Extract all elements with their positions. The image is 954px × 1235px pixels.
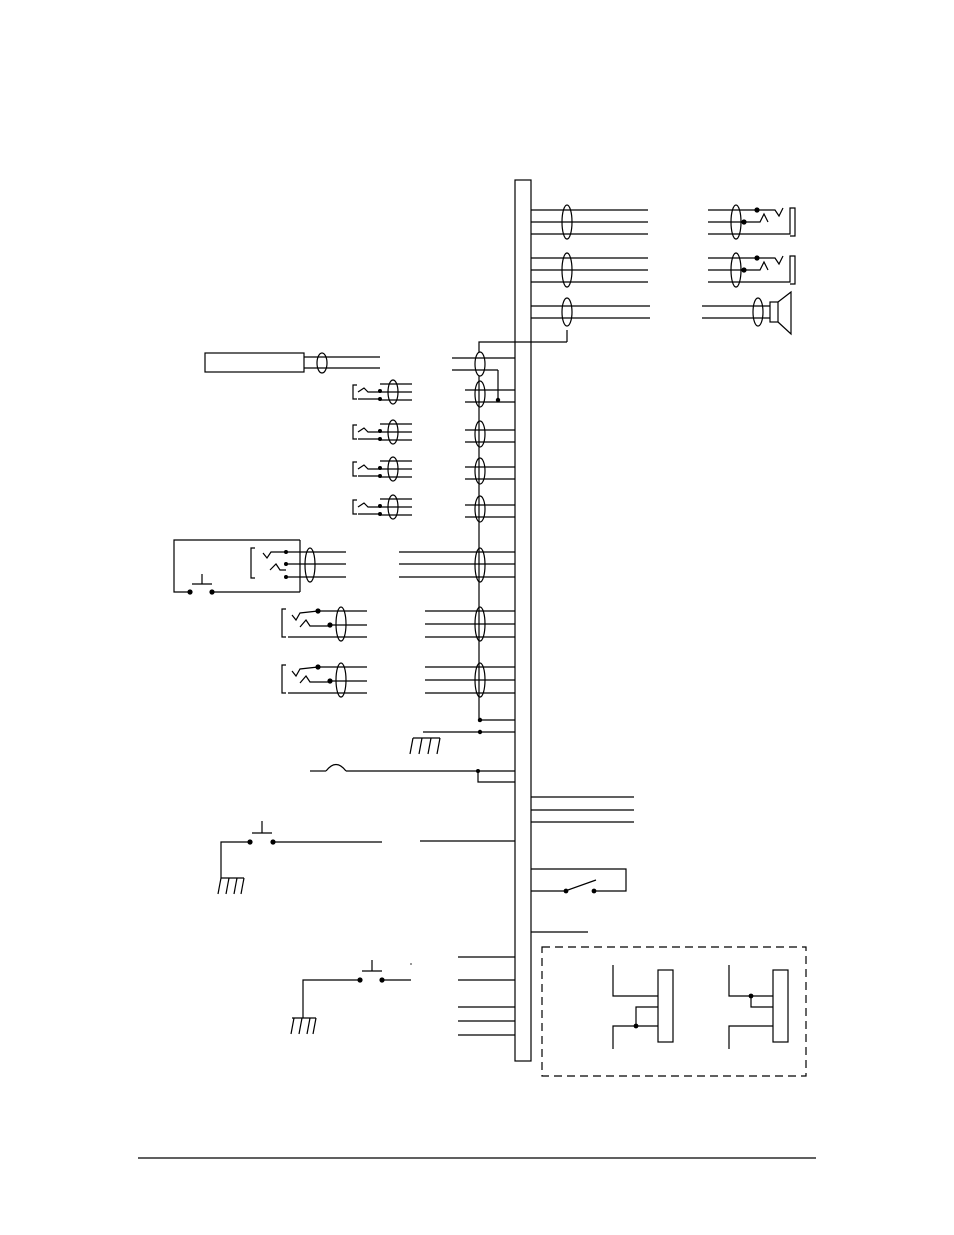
speaker-icon <box>770 292 791 334</box>
ground-symbol <box>218 878 244 894</box>
headset-jack-left-1 <box>282 607 515 641</box>
detail-inset-box <box>542 947 806 1076</box>
stereo-jack-3 <box>353 457 515 484</box>
ptt-switch <box>303 960 412 1018</box>
detail-connector-b <box>729 965 788 1049</box>
stereo-jack-2 <box>353 420 515 447</box>
bus-feed-wires <box>458 957 515 1035</box>
speaker-wiring <box>479 298 770 352</box>
panel-block <box>205 352 515 402</box>
detail-connector-a <box>613 965 673 1049</box>
stereo-jack-4 <box>353 495 515 522</box>
headset-jack-left-2 <box>282 663 515 697</box>
boxed-jack-with-ptt <box>174 540 515 595</box>
headset-jack-icon <box>741 207 795 236</box>
ground-symbol <box>410 718 515 754</box>
output-wires <box>531 797 634 822</box>
fuse-line <box>310 765 515 783</box>
toggle-switch <box>531 869 626 893</box>
terminal-bus-bar <box>515 180 531 1061</box>
ground-symbol <box>291 1018 316 1034</box>
stereo-jack-1 <box>353 380 515 407</box>
ptt-switch <box>221 821 515 878</box>
right-headset-jack-1-wiring <box>531 205 772 239</box>
right-headset-jack-2-wiring <box>531 253 772 287</box>
headset-jack-icon <box>741 255 795 284</box>
